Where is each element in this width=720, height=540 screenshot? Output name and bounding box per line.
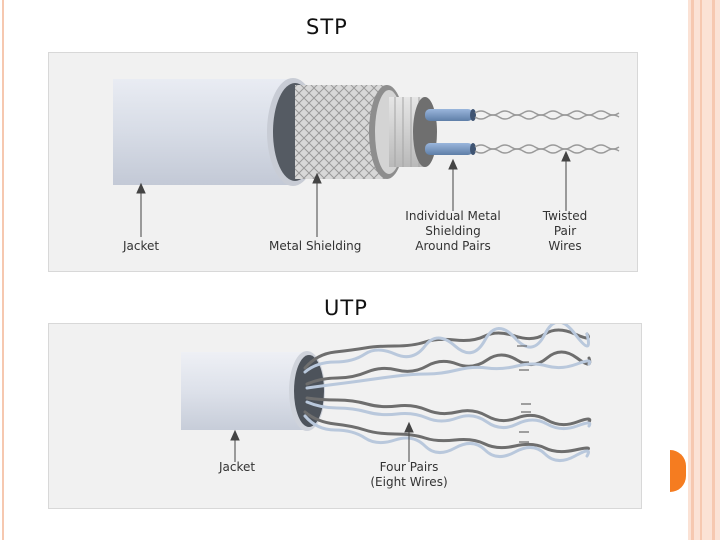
right-border-line-2 — [700, 0, 702, 540]
stp-label-twisted-pair-line3: Wires — [548, 239, 582, 253]
stp-diagram-panel: Jacket Metal Shielding Individual Metal … — [48, 52, 638, 272]
stp-jacket — [113, 78, 319, 186]
stp-label-individual-shielding-line1: Individual Metal — [405, 209, 501, 223]
stp-label-jacket: Jacket — [123, 239, 160, 253]
stp-label-metal-shielding: Metal Shielding — [269, 239, 362, 253]
stp-cable-illustration — [113, 78, 620, 237]
stp-metal-shielding — [295, 85, 405, 179]
stp-label-individual-shielding-line3: Around Pairs — [415, 239, 491, 253]
utp-label-four-pairs-line1: Four Pairs — [379, 460, 439, 474]
accent-half-circle — [670, 450, 686, 492]
utp-twisted-pairs — [303, 324, 592, 462]
utp-jacket — [181, 351, 325, 431]
right-border-line-3 — [712, 0, 715, 540]
stp-label-individual-shielding-line2: Shielding — [425, 224, 481, 238]
stp-title: STP — [306, 15, 348, 39]
utp-label-arrows — [230, 421, 414, 462]
utp-label-four-pairs-line2: (Eight Wires) — [370, 475, 448, 489]
utp-label-four-pairs: Four Pairs (Eight Wires) — [363, 460, 455, 490]
right-border-line-1 — [691, 0, 694, 540]
stp-twisted-pair-strands — [474, 110, 620, 154]
stp-label-twisted-pair-line2: Pair — [553, 224, 577, 238]
stp-label-arrows — [136, 150, 571, 237]
utp-wire-ends — [517, 337, 531, 443]
utp-diagram-panel: Jacket Four Pairs (Eight Wires) — [48, 323, 642, 509]
utp-title: UTP — [324, 296, 368, 320]
stp-individual-shielding — [389, 97, 437, 167]
stp-label-individual-shielding: Individual Metal Shielding Around Pairs — [403, 209, 503, 254]
stp-insulated-wires — [425, 109, 476, 155]
utp-cable-illustration — [181, 324, 592, 462]
utp-label-jacket: Jacket — [219, 460, 256, 474]
left-border-line — [2, 0, 4, 540]
stp-label-twisted-pair: Twisted Pair Wires — [537, 209, 593, 254]
stp-label-twisted-pair-line1: Twisted — [542, 209, 588, 223]
